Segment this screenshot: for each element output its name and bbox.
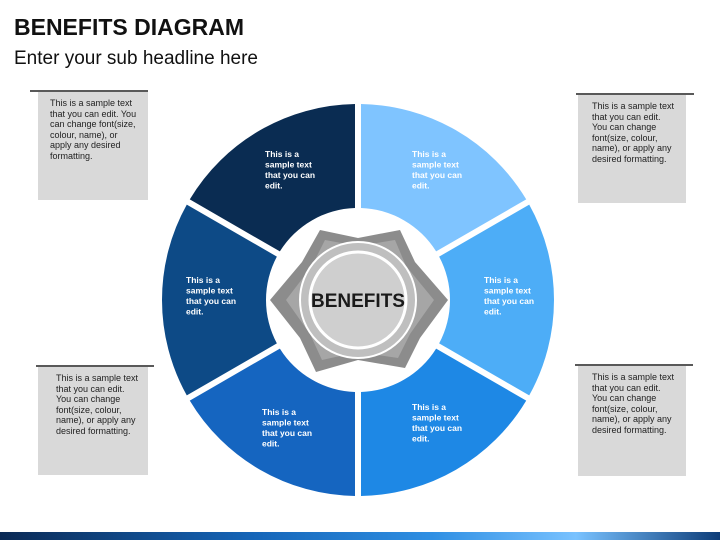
- segment-top-right-line: that you can: [412, 170, 462, 180]
- sub-headline: Enter your sub headline here: [14, 48, 258, 69]
- segment-left-line: This is a: [186, 275, 220, 285]
- segment-bottom-left-line: sample text: [262, 418, 309, 428]
- segment-bottom-right-shape[interactable]: [360, 348, 527, 496]
- note-divider-bottom-left: [36, 365, 154, 367]
- segment-bottom-right-line: edit.: [412, 434, 429, 444]
- segment-bottom-right-line: This is a: [412, 402, 446, 412]
- segment-bottom-left-shape[interactable]: [189, 348, 356, 496]
- note-top-left[interactable]: This is a sample text that you can edit.…: [38, 92, 148, 200]
- segment-bottom-left-line: edit.: [262, 439, 279, 449]
- footer-accent-bar: [0, 532, 720, 540]
- note-top-right[interactable]: This is a sample text that you can edit.…: [578, 95, 686, 203]
- hub-label: BENEFITS: [311, 291, 405, 312]
- segment-top-left-shape[interactable]: [189, 104, 356, 252]
- segment-top-right-line: sample text: [412, 160, 459, 170]
- segment-right-line: sample text: [484, 286, 531, 296]
- segment-left-line: that you can: [186, 296, 236, 306]
- segment-bottom-right-line: that you can: [412, 423, 462, 433]
- page-title: BENEFITS DIAGRAM: [14, 14, 244, 40]
- note-bottom-left[interactable]: This is a sample text that you can edit.…: [38, 367, 148, 475]
- segment-top-left-line: edit.: [265, 181, 282, 191]
- segment-bottom-left-line: This is a: [262, 407, 296, 417]
- segment-left-line: edit.: [186, 307, 203, 317]
- segment-left-line: sample text: [186, 286, 233, 296]
- segment-right-line: edit.: [484, 307, 501, 317]
- segment-top-right-line: This is a: [412, 149, 446, 159]
- segment-top-left-line: that you can: [265, 170, 315, 180]
- segment-left-shape[interactable]: [162, 204, 277, 396]
- segment-top-left-line: This is a: [265, 149, 299, 159]
- segment-right-line: that you can: [484, 296, 534, 306]
- hub-inner-circle: [308, 250, 408, 350]
- segment-right-shape[interactable]: [439, 204, 554, 396]
- segment-bottom-right-line: sample text: [412, 413, 459, 423]
- note-divider-top-left: [30, 90, 148, 92]
- segment-top-right-shape[interactable]: [360, 104, 527, 252]
- segment-top-left-line: sample text: [265, 160, 312, 170]
- note-bottom-right[interactable]: This is a sample text that you can edit.…: [578, 366, 686, 476]
- wheel-hub: BENEFITS: [270, 230, 448, 372]
- note-divider-bottom-right: [575, 364, 693, 366]
- segment-bottom-left-line: that you can: [262, 428, 312, 438]
- note-divider-top-right: [576, 93, 694, 95]
- segment-right-line: This is a: [484, 275, 518, 285]
- segment-top-right-line: edit.: [412, 181, 429, 191]
